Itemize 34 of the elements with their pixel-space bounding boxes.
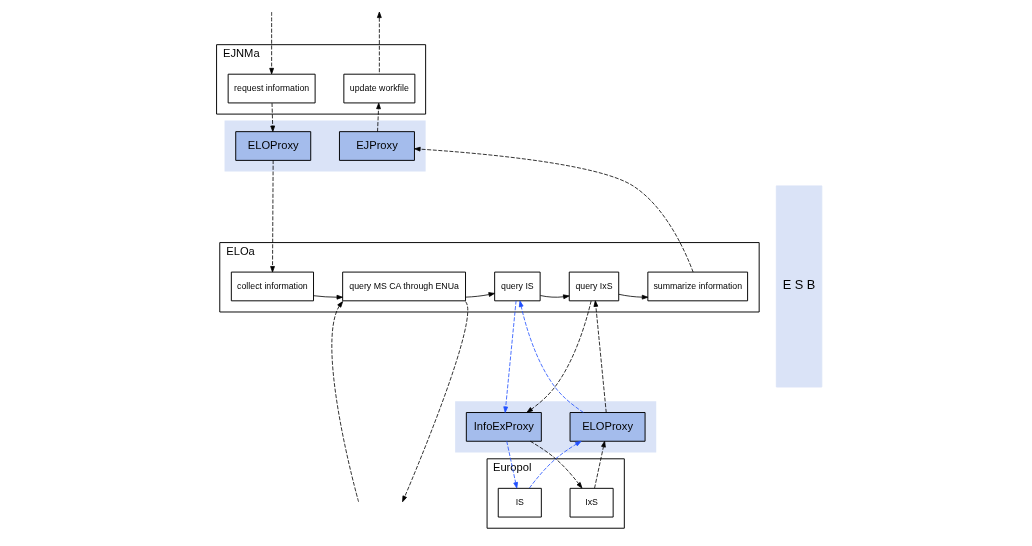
node-box: request information [227, 73, 316, 104]
arrow [313, 294, 343, 300]
arrow [540, 294, 570, 300]
arrow [526, 300, 592, 413]
arrow [618, 293, 649, 300]
node-box: E S B [775, 185, 823, 388]
arrow [377, 11, 382, 75]
node-box: update workfile [343, 73, 416, 104]
arrow [402, 301, 469, 503]
arrow [593, 300, 607, 413]
node-box: ELOProxy [569, 412, 646, 442]
node-box: IxS [569, 487, 614, 518]
node-box: EJProxy [338, 131, 415, 161]
arrow [269, 11, 274, 75]
arrow [465, 292, 495, 298]
node-box: ELOProxy [235, 131, 312, 161]
cluster [455, 401, 657, 453]
node-box: query IxS [568, 271, 620, 302]
node-box: InfoExProxy [465, 412, 542, 442]
arrow [506, 440, 518, 489]
cluster [224, 120, 426, 172]
arrow [518, 300, 584, 413]
arrow [376, 102, 381, 132]
arrow [331, 301, 359, 503]
arrow [270, 102, 276, 132]
arrow [503, 300, 517, 413]
node-box: IS [497, 487, 542, 518]
arrow [594, 440, 606, 489]
node-box: query IS [494, 271, 541, 302]
node-box: summarize information [647, 271, 749, 302]
arrow [270, 160, 275, 273]
arrow [414, 146, 694, 273]
node-box: query MS CA through ENUa [342, 271, 466, 302]
node-box: collect information [230, 271, 314, 302]
